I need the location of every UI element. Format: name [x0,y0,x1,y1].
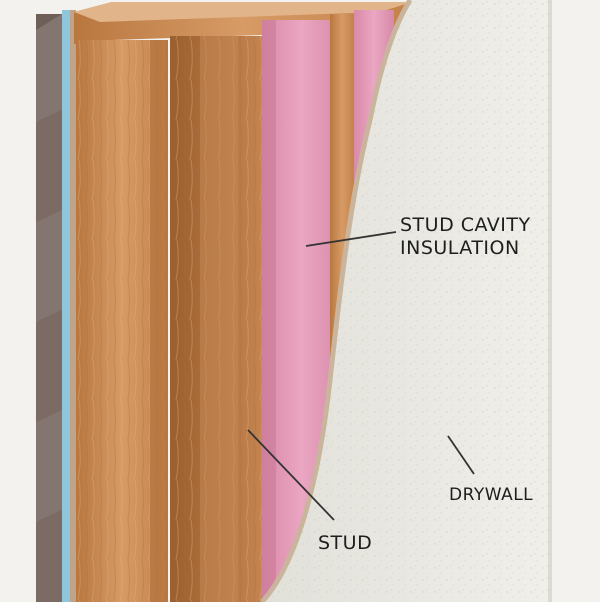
leader-line-drywall [447,435,475,475]
label-drywall: DRYWALL [449,485,534,505]
leader-line-stud [247,429,335,521]
sheathing-layer [62,10,72,602]
siding-boards [36,14,66,602]
label-stud: STUD [318,532,373,554]
label-stud-cavity-insulation: STUD CAVITY INSULATION [400,214,531,260]
label-insulation-line-2: INSULATION [400,237,520,259]
label-insulation-line-1: STUD CAVITY [400,214,531,236]
leader-line-insulation [305,231,397,247]
